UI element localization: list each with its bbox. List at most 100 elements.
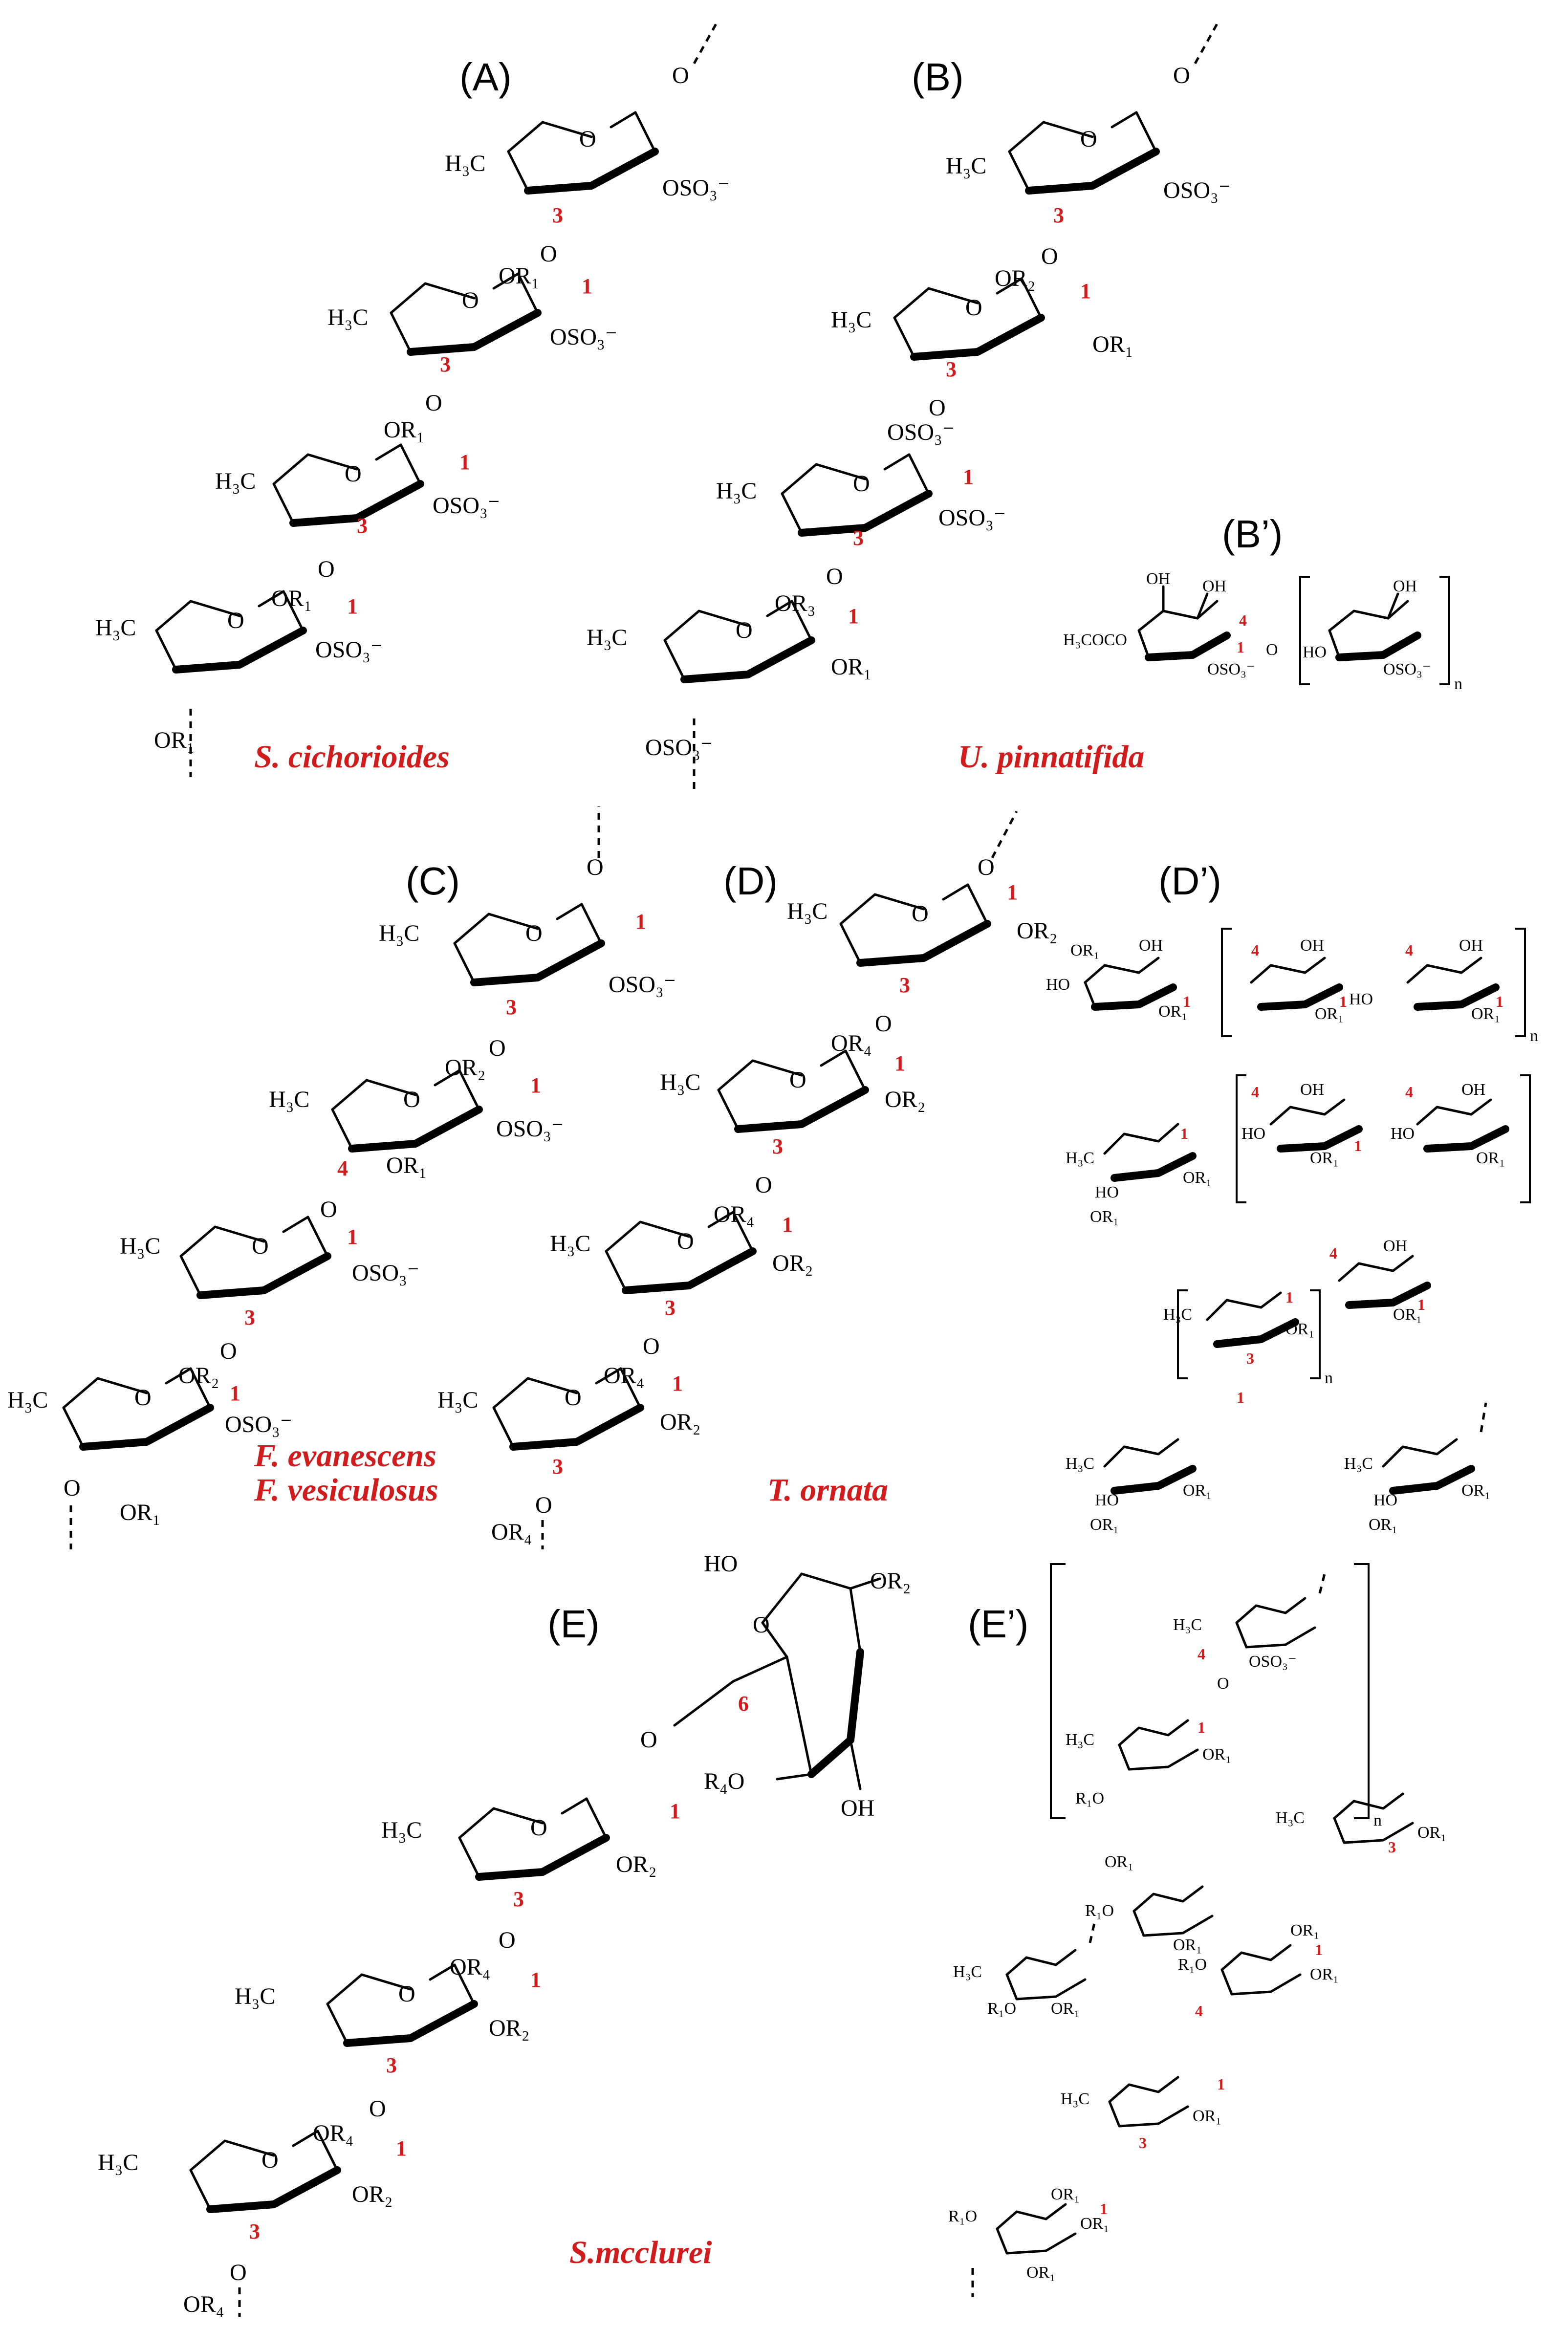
or2-group: OR₂ [995,265,1035,291]
ring-oxygen: O [677,1228,694,1254]
methyl-group: H₃C [550,1231,590,1257]
glycosidic-oxygen: O [640,1727,657,1753]
linkage-number: 1 [782,1213,793,1237]
methyl-group: H₃C [1061,2090,1089,2108]
methyl-group: H₃C [215,468,256,494]
or1-group: OR₁ [1461,1481,1490,1500]
glycosidic-oxygen: O [320,1197,337,1222]
linkage-number: 1 [396,2136,407,2160]
linkage-number: 1 [1417,1296,1425,1313]
ring-oxygen: O [462,287,479,313]
glycosidic-oxygen: O [755,1172,772,1198]
hydroxyl-group: OH [1461,1081,1485,1099]
linkage-number: 1 [1180,1125,1188,1142]
methyl-group: H₃C [98,2150,138,2176]
linkage-number: 1 [894,1051,905,1075]
or1-group: OR₁ [1026,2263,1055,2282]
sulfate-group: OSO₃⁻ [352,1260,419,1286]
linkage-number: 1 [848,604,859,628]
linkage-number: 4 [1405,1083,1413,1101]
linkage-number: 1 [1080,279,1091,303]
methyl-group: H₃C [379,920,419,946]
hydroxyl-group: HO [1095,1183,1119,1201]
ring-oxygen: O [753,1612,770,1638]
r1o-group: R₁O [1075,1789,1104,1807]
acetyl-group: H₃COCO [1063,631,1127,649]
panel-b-prime: (B’) OH OH H₃COCO OSO₃⁻ 4 1 O OH HO OSO₃… [1063,512,1462,693]
linkage-number: 1 [530,1073,541,1097]
or2-group: OR₂ [870,1568,911,1594]
linkage-number: 4 [1239,611,1247,629]
ring-oxygen: O [579,126,596,152]
linkage-number: 1 [1496,993,1503,1010]
ring-oxygen: O [403,1087,420,1112]
or1-group: OR₁ [154,727,195,753]
methyl-group: H₃C [953,1963,982,1981]
hydroxyl-group: OH [1146,570,1170,588]
panel-b-prime-label: (B’) [1222,512,1283,556]
or1-group: OR₁ [1310,1965,1339,1983]
panel-b-label: (B) [912,55,964,99]
linkage-number: 4 [1198,1645,1205,1663]
repeat-index: n [1454,675,1462,693]
linkage-number: 3 [386,2053,397,2077]
linkage-number: 1 [1217,2075,1225,2093]
sulfate-group: OSO₃⁻ [1207,660,1255,678]
linkage-number: 3 [249,2219,260,2243]
or1-group: OR₁ [1310,1149,1339,1167]
methyl-group: H₃C [381,1817,422,1843]
methyl-group: H₃C [269,1087,309,1112]
linkage-number: 1 [459,450,470,474]
panel-b: (B) O H₃C OSO₃⁻ OR₂ O 3 O 1 O H₃C OR₁ OS… [587,19,1231,792]
r4o-group: R₄O [704,1768,744,1794]
methyl-group: H₃C [716,478,757,504]
linkage-number: 4 [1195,2002,1203,2020]
sulfate-group: OSO₃⁻ [1249,1653,1297,1671]
linkage-number: 1 [347,1225,358,1249]
or1-group: OR₁ [120,1500,160,1525]
ring-oxygen: O [345,461,362,487]
linkage-number: 3 [899,973,910,997]
species-name-d: T. ornata [767,1472,888,1508]
linkage-number: 3 [513,1887,524,1911]
glycosidic-oxygen: O [230,2260,247,2285]
repeat-index: n [1373,1811,1382,1829]
hydroxyl-group: OH [1202,577,1226,595]
linkage-number: 1 [582,274,592,298]
linkage-number: 4 [337,1156,348,1180]
linkage-number: 4 [1251,1083,1259,1101]
glycosidic-oxygen: O [643,1333,660,1359]
glycosidic-oxygen: O [1041,243,1058,269]
panel-d-prime: (D’) OR₁ OH HO OR₁ 1 4 OH OR₁ 1 HO 4 OH … [1046,859,1538,1534]
hydroxyl-group: OH [1459,936,1483,955]
hydroxyl-group: OH [1139,936,1163,955]
glycosidic-oxygen: O [929,395,946,421]
or2-group: OR₂ [352,2181,392,2207]
linkage-number: 3 [1139,2134,1147,2152]
methyl-group: H₃C [7,1387,48,1413]
or2-group: OR₂ [885,1087,925,1112]
or1-group: OR₁ [1193,2107,1221,2125]
or1-group: OR₁ [1202,1745,1231,1763]
panel-d-prime-label: (D’) [1158,859,1221,903]
or2-group: OR₂ [1017,918,1057,944]
methyl-group: H₃C [95,615,136,641]
or4-group: OR₄ [831,1030,871,1056]
glycosidic-oxygen: O [425,390,442,416]
glycosidic-oxygen: O [499,1927,516,1953]
panel-c-label: (C) [406,859,460,903]
methyl-group: H₃C [445,151,485,176]
glycosidic-oxygen: O [826,564,843,589]
linkage-number: 3 [552,203,563,227]
or1-group: OR₁ [1051,2185,1080,2203]
sulfate-group: OSO₃⁻ [938,505,1006,531]
methyl-group: H₃C [946,153,986,179]
repeat-index: n [1325,1369,1333,1387]
sulfate-group: OSO₃⁻ [609,972,676,998]
linkage-number: 1 [1007,880,1018,904]
linkage-number: 4 [1251,941,1259,959]
or2-group: OR₂ [616,1851,656,1877]
methyl-group: H₃C [1066,1455,1094,1473]
hydroxyl-group: HO [1349,990,1373,1008]
linkage-number: 3 [244,1306,255,1329]
